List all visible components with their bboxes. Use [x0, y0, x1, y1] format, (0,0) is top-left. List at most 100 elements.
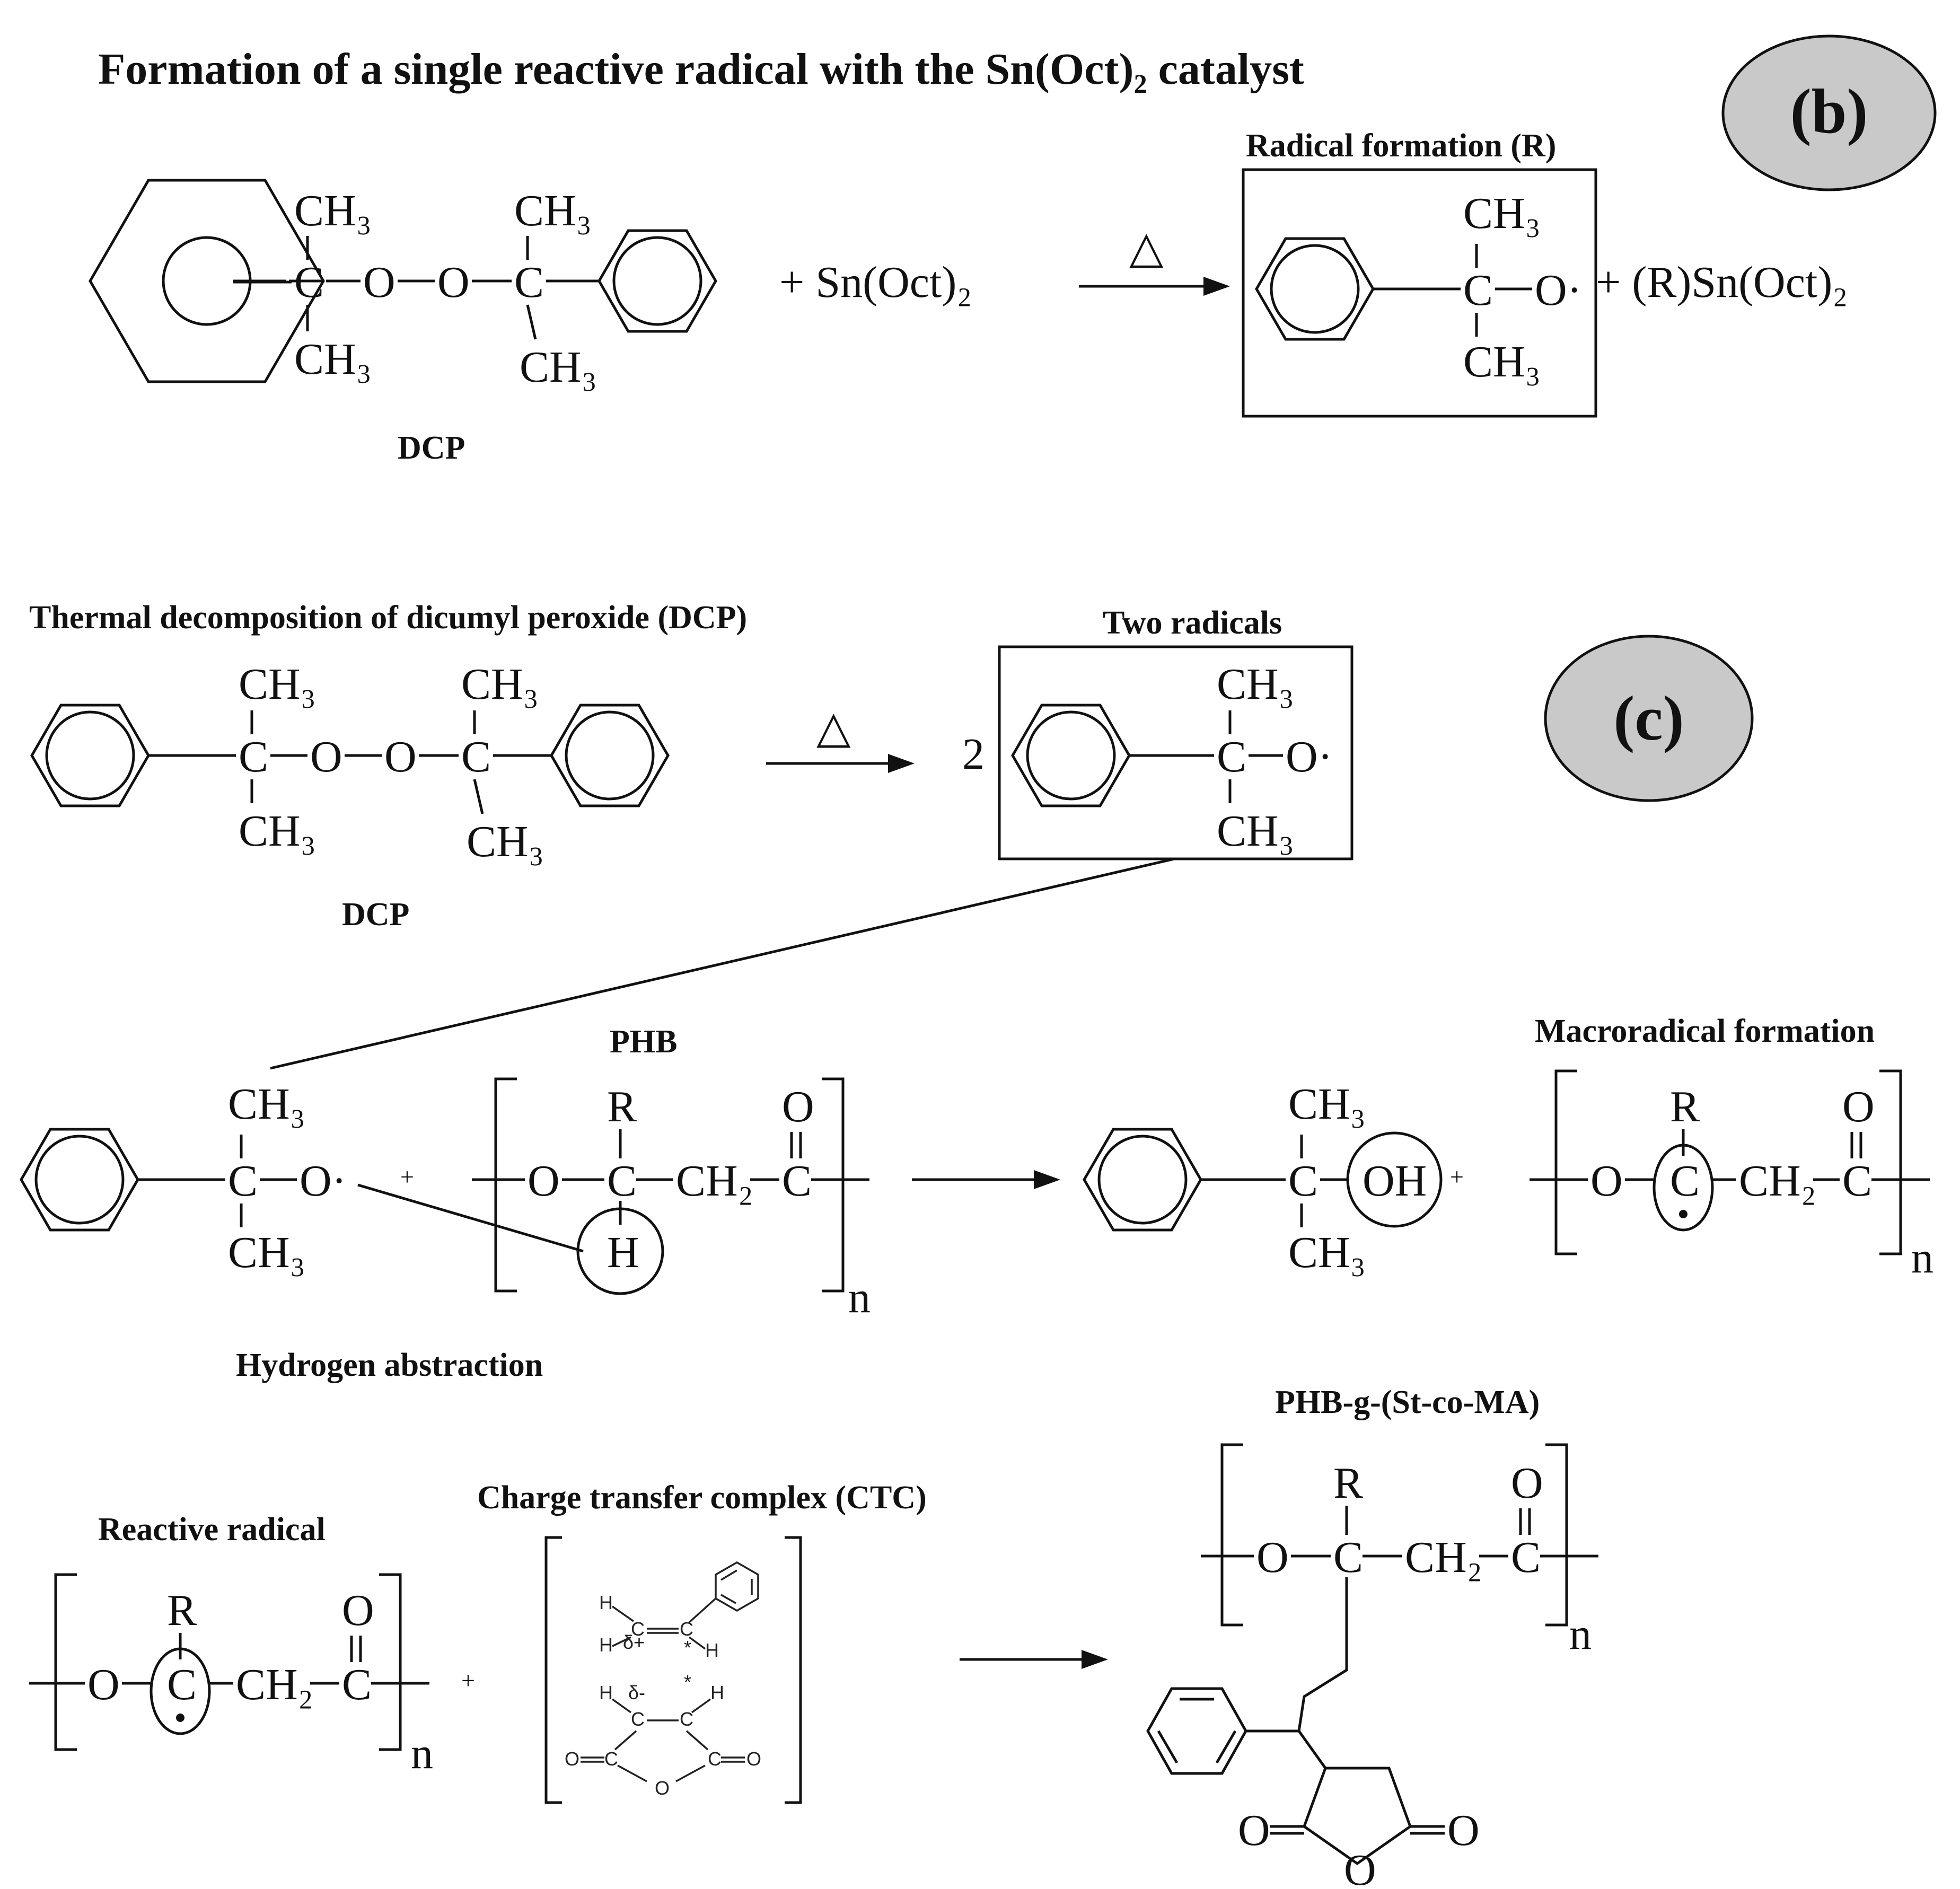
benzene-ring-right-inner	[565, 710, 655, 801]
atom-h: H	[607, 1228, 639, 1277]
plus-sign: +	[461, 1667, 475, 1694]
atom-c: C	[461, 732, 491, 781]
atom-c: C	[167, 1660, 197, 1709]
arrow-head-icon	[888, 754, 915, 773]
atom-ch3: CH₃	[239, 660, 316, 709]
hydrogen-abstraction-label: Hydrogen abstraction	[236, 1347, 543, 1383]
bracket-right	[1879, 1069, 1902, 1255]
benzene-ring-radical-c-inner	[1026, 710, 1116, 801]
atom-r: R	[1670, 1082, 1700, 1131]
atom-ch3: CH₃	[1463, 189, 1541, 238]
atom-h: H	[599, 1592, 613, 1613]
benzene-ring-right	[597, 229, 717, 333]
benzene-ring-right-inner	[612, 236, 702, 326]
dcp-molecule-c: C CH₃ CH₃ O O C CH₃ CH₃	[30, 660, 670, 866]
atom-o: O	[528, 1156, 560, 1206]
atom-ch3: CH₃	[461, 660, 539, 709]
atom-o-radical: O·	[1535, 266, 1582, 315]
atom-o: O	[1447, 1806, 1480, 1855]
atom-o: O	[782, 1082, 814, 1131]
panel-c-badge	[1544, 635, 1754, 802]
atom-ch3: CH₃	[514, 186, 592, 235]
arrow-head-icon	[1034, 1170, 1060, 1189]
radical-box-label-b: Radical formation (R)	[1246, 128, 1556, 164]
atom-ch2: CH₂	[1739, 1156, 1816, 1206]
atom-ch3: CH₃	[1288, 1079, 1366, 1129]
bracket-left	[1554, 1069, 1577, 1255]
atom-c: C	[1511, 1533, 1541, 1582]
plus-sign: +	[1450, 1163, 1464, 1190]
atom-ch3: CH₃	[294, 186, 372, 235]
atom-o: O	[655, 1777, 670, 1799]
benzene-ring-left	[30, 704, 150, 807]
atom-ch3: CH₃	[228, 1228, 305, 1277]
atom-ch2: CH₂	[676, 1156, 753, 1206]
atom-o: O	[746, 1748, 761, 1770]
atom-o: O	[1842, 1082, 1875, 1131]
atom-h: H	[710, 1682, 724, 1703]
benzene-ring-alcohol	[1083, 1128, 1202, 1232]
hydrogen-highlight-circle	[576, 1207, 664, 1295]
atom-ch3: CH₃	[1463, 337, 1541, 386]
atom-h: H	[599, 1682, 613, 1703]
graft-chain	[1297, 1577, 1348, 1732]
phb-label: PHB	[610, 1024, 677, 1060]
benzene-ring-radical-b	[1255, 237, 1375, 341]
atom-c: C	[1288, 1156, 1318, 1206]
atom-c: C	[1463, 266, 1493, 315]
atom-o: O	[1511, 1459, 1543, 1508]
dcp-molecule-b: C CH₃ CH₃ O O C CH₃ CH₃	[89, 179, 717, 392]
atom-c: C	[680, 1708, 693, 1730]
atom-c: C	[607, 1156, 637, 1206]
benzene-ring-left	[89, 179, 325, 383]
product-catalyst-b: + (R)Sn(Oct)₂	[1596, 258, 1848, 307]
atom-h: H	[599, 1634, 613, 1656]
panel-c-badge-label: (c)	[1613, 683, 1684, 753]
hydroxyl-highlight-circle	[1346, 1131, 1443, 1228]
benzene-ring-radical-b-inner	[1270, 244, 1360, 334]
heat-symbol-b: △	[1129, 223, 1164, 273]
bracket-left	[494, 1077, 517, 1293]
star: *	[684, 1671, 691, 1693]
atom-ch2: CH₂	[1405, 1533, 1482, 1582]
bracket-left	[544, 1536, 562, 1804]
bracket-right	[379, 1573, 402, 1751]
dcp-label-b: DCP	[398, 430, 465, 466]
atom-ch3: CH₃	[239, 806, 316, 856]
dcp-label-c: DCP	[342, 897, 409, 933]
atom-c: C	[294, 258, 324, 307]
atom-c: C	[342, 1660, 372, 1709]
atom-ch3: CH₃	[1217, 660, 1294, 709]
bracket-left	[54, 1573, 77, 1751]
atom-c: C	[782, 1156, 812, 1206]
bracket-right	[785, 1536, 802, 1804]
delta-minus: δ-	[628, 1682, 645, 1703]
atom-c: C	[1842, 1156, 1872, 1206]
atom-c: C	[708, 1748, 722, 1770]
atom-ch3: CH₃	[1288, 1228, 1366, 1277]
atom-o: O	[310, 732, 342, 781]
atom-o: O	[342, 1586, 374, 1635]
atom-c: C	[1333, 1533, 1363, 1582]
atom-c: C	[1670, 1156, 1700, 1206]
reactive-radical-label: Reactive radical	[98, 1512, 326, 1548]
atom-c: C	[228, 1156, 258, 1206]
atom-o: O	[384, 732, 417, 781]
product-label: PHB-g-(St-co-MA)	[1275, 1384, 1540, 1420]
radical-box-b	[1242, 168, 1597, 418]
atom-o: O	[1590, 1156, 1623, 1206]
connector-line	[270, 857, 1175, 1070]
benzene-ring-left-inner	[45, 710, 135, 801]
benzene-ring-cumyloxy	[20, 1128, 139, 1232]
atom-h: H	[705, 1639, 719, 1661]
atom-o: O	[1344, 1846, 1376, 1889]
reactant-catalyst-b: + Sn(Oct)₂	[779, 258, 972, 307]
panel-b-badge-label: (b)	[1790, 76, 1868, 146]
arrow-head-icon	[1082, 1650, 1108, 1669]
atom-c: C	[604, 1748, 618, 1770]
abstraction-line	[357, 1183, 584, 1253]
atom-oh: OH	[1363, 1156, 1427, 1206]
atom-ch3: CH₃	[467, 817, 544, 866]
subscript-n: n	[411, 1729, 433, 1778]
